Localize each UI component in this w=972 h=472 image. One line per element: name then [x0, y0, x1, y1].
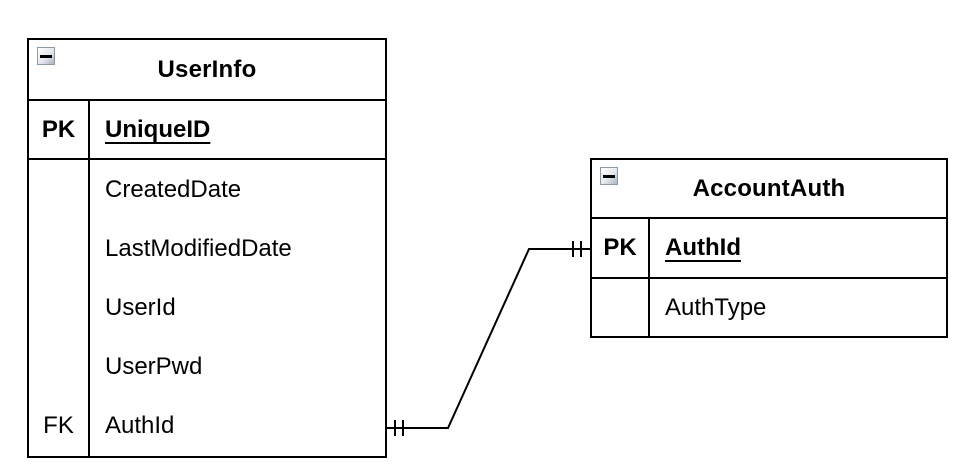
- minus-icon: [40, 54, 52, 58]
- entity-accountauth-header: AccountAuth: [592, 160, 946, 219]
- fk-key-label: FK: [29, 396, 90, 457]
- key-label: [592, 279, 650, 336]
- pk-field: AuthId: [650, 219, 946, 277]
- pk-field-name: AuthId: [665, 234, 741, 261]
- attribute-row[interactable]: UserId: [29, 278, 385, 338]
- key-label: [29, 278, 90, 338]
- attribute-row[interactable]: CreatedDate: [29, 160, 385, 220]
- attribute-row[interactable]: LastModifiedDate: [29, 219, 385, 279]
- cardinality-one-tick-userinfo-end: [394, 420, 404, 436]
- minus-icon: [603, 174, 615, 178]
- key-label: [29, 337, 90, 397]
- attribute-name: UserPwd: [105, 353, 203, 381]
- collapse-button[interactable]: [37, 47, 55, 65]
- collapse-button[interactable]: [600, 167, 618, 185]
- entity-accountauth-attributes: AuthType: [592, 279, 946, 336]
- entity-userinfo-header: UserInfo: [29, 40, 385, 101]
- entity-title: AccountAuth: [692, 174, 846, 202]
- attribute-row[interactable]: UserPwd: [29, 337, 385, 397]
- pk-key-label: PK: [29, 101, 90, 158]
- entity-userinfo-attributes: CreatedDate LastModifiedDate UserId User…: [29, 160, 385, 457]
- entity-userinfo[interactable]: UserInfo PK UniqueID CreatedDate LastMod…: [27, 38, 387, 458]
- attribute-name: LastModifiedDate: [105, 234, 292, 262]
- pk-row[interactable]: PK AuthId: [592, 219, 946, 279]
- key-label: [29, 160, 90, 220]
- entity-accountauth[interactable]: AccountAuth PK AuthId AuthType: [590, 158, 948, 338]
- attribute-row-fk[interactable]: FK AuthId: [29, 396, 385, 457]
- cardinality-one-tick-accountauth-end: [572, 241, 582, 257]
- pk-field-name: UniqueID: [105, 115, 211, 143]
- entity-title: UserInfo: [157, 55, 257, 83]
- key-label: [29, 219, 90, 279]
- attribute-name: CreatedDate: [105, 175, 242, 203]
- attribute-name: AuthType: [665, 293, 767, 321]
- attribute-name: AuthId: [105, 412, 175, 440]
- attribute-row[interactable]: AuthType: [592, 279, 946, 336]
- attribute-name: UserId: [105, 294, 176, 321]
- pk-field: UniqueID: [90, 101, 385, 158]
- pk-key-label: PK: [592, 219, 650, 277]
- relationship-line[interactable]: [387, 248, 590, 429]
- pk-row[interactable]: PK UniqueID: [29, 101, 385, 160]
